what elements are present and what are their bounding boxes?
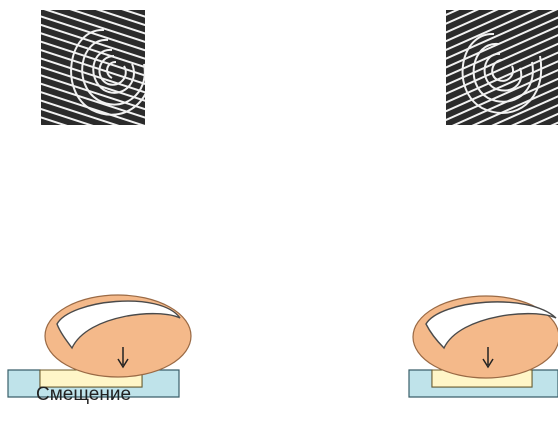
left-finger-on-sensor-icon (8, 295, 191, 397)
right-fingerprint-icon (446, 10, 558, 125)
caption-label: Смещение (36, 384, 131, 406)
left-fingerprint-icon (41, 10, 151, 125)
right-finger-on-sensor-icon (409, 296, 558, 397)
